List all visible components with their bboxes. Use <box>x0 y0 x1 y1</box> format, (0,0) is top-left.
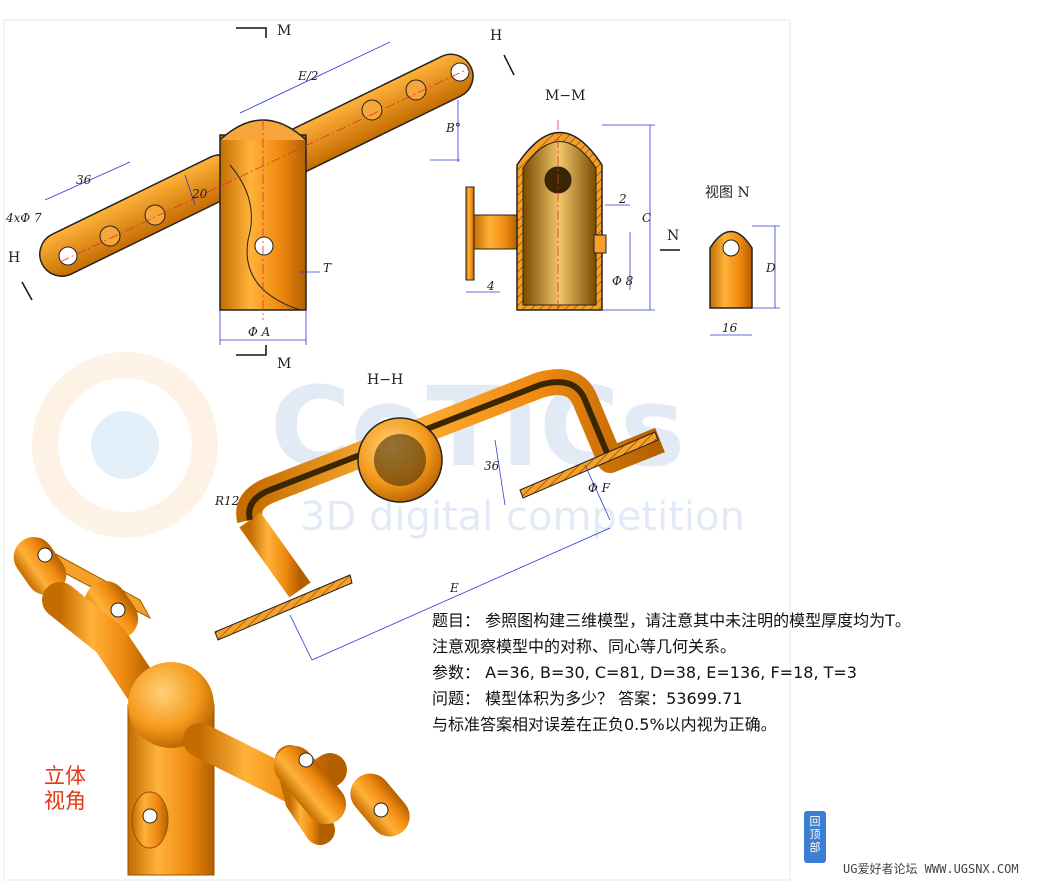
dim-d: D <box>765 261 776 275</box>
dim-phi-f: Φ F <box>588 481 611 495</box>
dim-hh-36: 36 <box>484 459 500 473</box>
problem-line-3: 参数： A=36, B=30, C=81, D=38, E=136, F=18,… <box>432 663 857 682</box>
section-hh-view: H−H R12 36 Φ F E <box>214 369 665 661</box>
watermark-tagline: 3D digital competition <box>300 494 745 540</box>
back-to-top-char-3: 部 <box>809 841 821 854</box>
mm-title: M−M <box>545 88 585 104</box>
dim-e-half: E/2 <box>297 69 318 83</box>
back-to-top-char-2: 顶 <box>809 828 821 841</box>
drawing-frame <box>3 19 791 881</box>
view-n-title: 视图 N <box>705 185 750 201</box>
problem-line-1: 题目： 参照图构建三维模型，请注意其中未注明的模型厚度均为T。 <box>432 611 911 630</box>
problem-statement: 题目： 参照图构建三维模型，请注意其中未注明的模型厚度均为T。 注意观察模型中的… <box>432 608 1032 738</box>
section-m-bottom: M <box>277 356 291 372</box>
dim-r12: R12 <box>214 494 239 508</box>
dim-2: 2 <box>618 192 627 206</box>
forum-footer: UG爱好者论坛 WWW.UGSNX.COM <box>843 862 1019 876</box>
section-m-top: M <box>277 23 291 39</box>
dim-c: C <box>642 211 651 225</box>
view-3d-label-text: 立体 视角 <box>44 764 86 813</box>
problem-line-2: 注意观察模型中的对称、同心等几何关系。 <box>432 637 737 656</box>
view-3d-label: 立体 视角 <box>44 764 104 814</box>
dim-16: 16 <box>722 321 738 335</box>
section-mm-view: M−M 2 C Φ 8 4 N <box>465 88 680 312</box>
back-to-top-button[interactable]: 回 顶 部 <box>804 811 826 863</box>
section-h-right: H <box>490 28 502 44</box>
front-view: E/2 B° 36 20 4xΦ 7 T Φ A M M H H <box>5 23 515 372</box>
dim-36: 36 <box>76 173 92 187</box>
dim-t: T <box>323 261 332 275</box>
section-h-left: H <box>8 250 20 266</box>
dim-holes: 4xΦ 7 <box>5 211 42 225</box>
problem-line-5: 与标准答案相对误差在正负0.5%以内视为正确。 <box>432 715 777 734</box>
dim-4: 4 <box>486 279 495 293</box>
dim-b-deg: B° <box>445 121 461 135</box>
isometric-view <box>13 536 410 876</box>
problem-line-4: 问题： 模型体积为多少？ 答案：53699.71 <box>432 689 743 708</box>
dim-phi-a: Φ A <box>248 325 271 339</box>
dim-20: 20 <box>191 187 208 201</box>
back-to-top-char-1: 回 <box>809 815 821 828</box>
n-marker: N <box>667 228 679 244</box>
dim-e: E <box>449 581 459 595</box>
dim-phi8: Φ 8 <box>612 274 634 288</box>
hh-title: H−H <box>367 372 403 388</box>
view-n: 视图 N D 16 <box>705 185 780 336</box>
